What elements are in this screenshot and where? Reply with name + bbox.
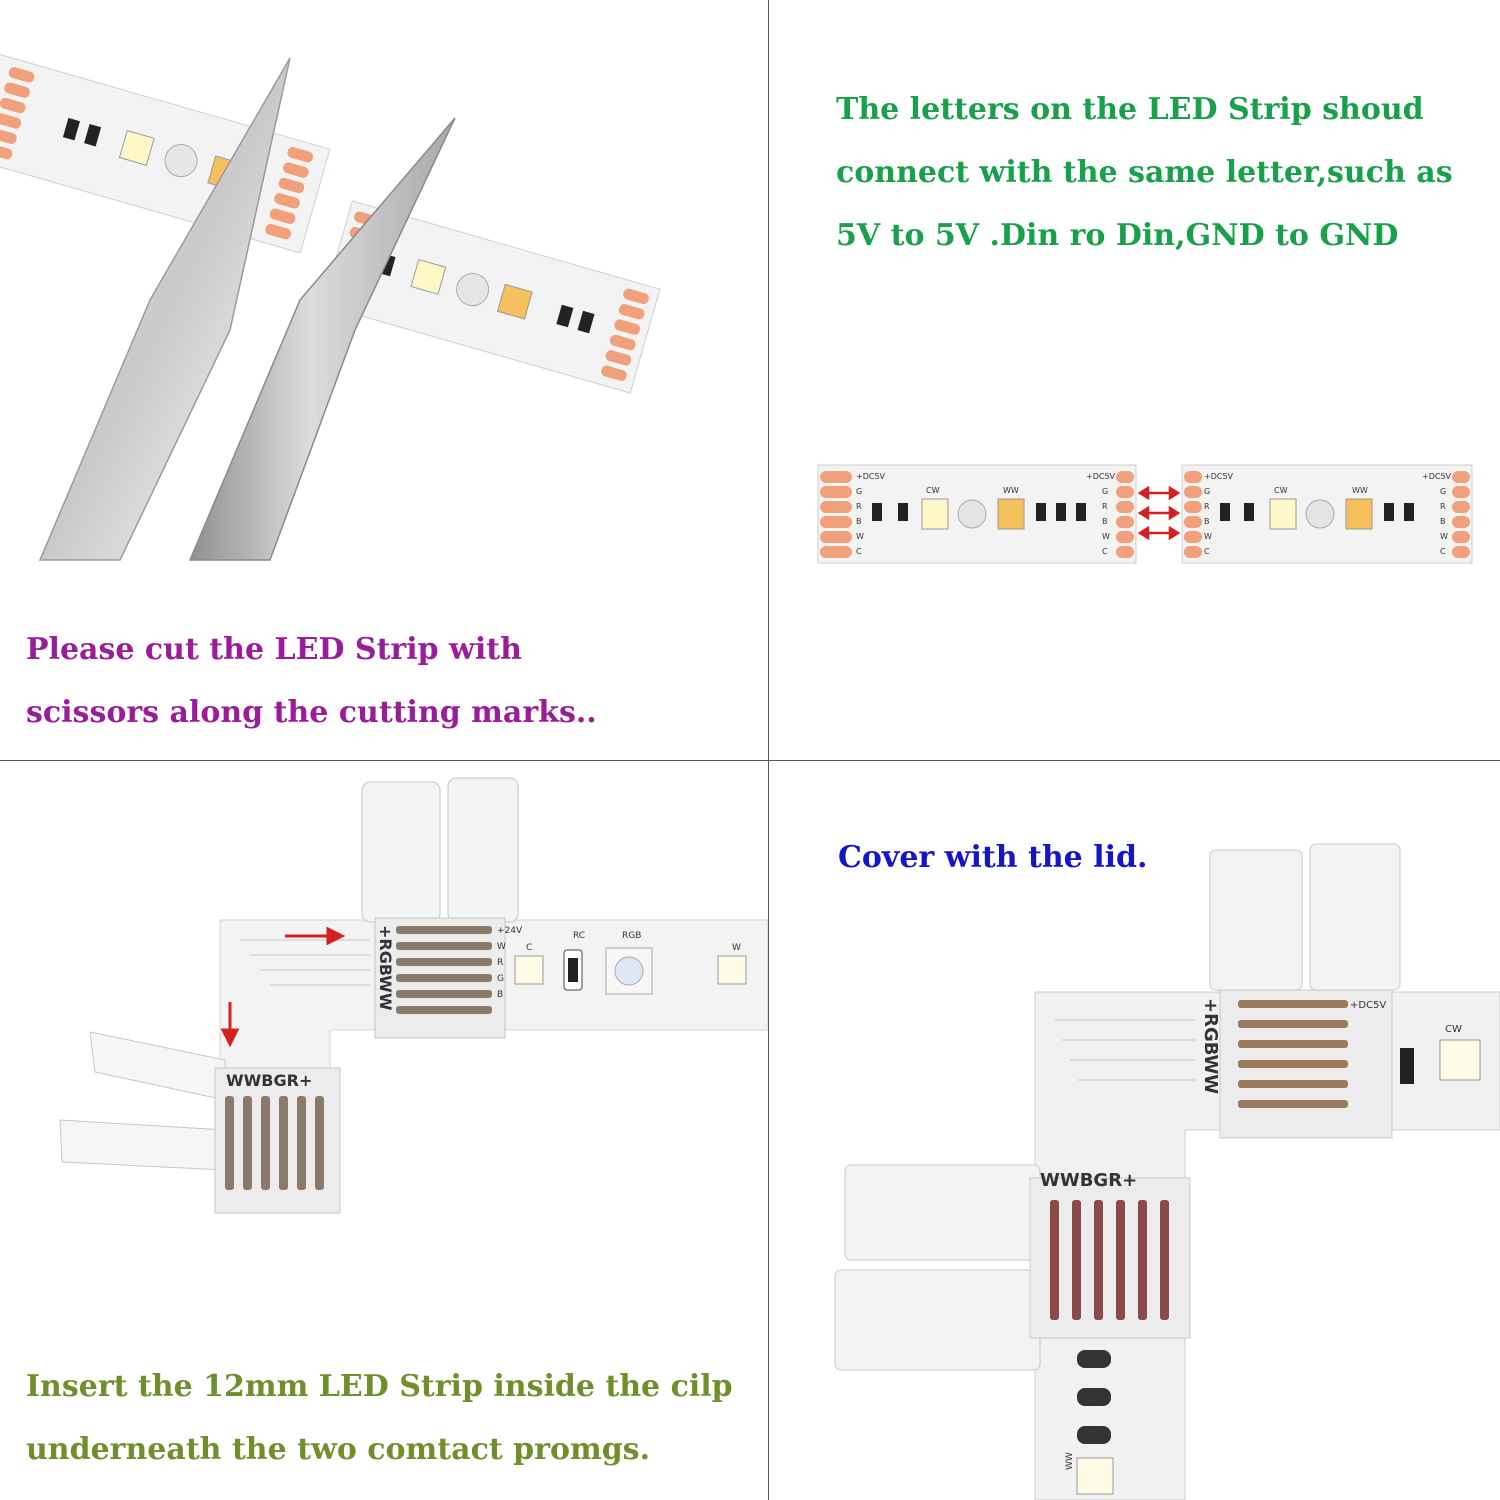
pin-label: G [1204,487,1210,496]
divider-vertical [768,0,769,1500]
match-caption-line-2: connect with the same letter,such as [836,155,1453,190]
insert-caption-line-2: underneath the two comtact promgs. [26,1432,651,1467]
pin-label: B [1440,517,1446,526]
pin-label: C [856,547,862,556]
led-strip-segment-b: +DC5V G R B W C +DC5V G R B W C CW WW [1181,464,1473,564]
cut-caption-line-1: Please cut the LED Strip with [26,632,522,667]
pin-label: C [1204,547,1210,556]
insert-caption-line-1: Insert the 12mm LED Strip inside the cil… [26,1369,733,1404]
led-label-cw: CW [926,486,940,495]
pin-label: C [1102,547,1108,556]
match-caption-line-1: The letters on the LED Strip shoud [836,92,1424,127]
led-label-ww: WW [1065,1452,1075,1470]
match-caption: The letters on the LED Strip shoud conne… [836,78,1453,267]
pin-label: +DC5V [1350,1000,1386,1011]
pin-label: G [497,974,504,984]
pin-label: +DC5V [1086,472,1116,481]
connector-label-horizontal: WWBGR+ [226,1071,312,1090]
pin-label: W [856,532,864,541]
rc-label: RC [573,931,585,941]
led-label-ww: WW [1003,486,1019,495]
led-label-cw: CW [1445,1024,1462,1035]
pin-label: +24V [497,926,523,936]
insert-caption: Insert the 12mm LED Strip inside the cil… [26,1355,733,1481]
pin-label: W [1440,532,1448,541]
rgb-label: RGB [622,931,641,941]
pin-label: R [1440,502,1446,511]
cover-connector-label-horizontal: WWBGR+ [1040,1170,1137,1191]
cut-illustration [0,49,661,561]
cut-caption: Please cut the LED Strip with scissors a… [26,618,597,744]
insert-illustration: +RGBWW +24V W R G B C RC RGB W [59,777,768,1214]
pin-label: C [1440,547,1446,556]
divider-horizontal [0,760,1500,761]
double-arrow-icon [1137,485,1181,541]
match-caption-line-3: 5V to 5V .Din ro Din,GND to GND [836,218,1399,253]
cut-caption-line-2: scissors along the cutting marks.. [26,695,597,730]
down-arrow-icon [220,1002,240,1048]
scissors-icon [38,57,456,561]
pin-label: W [1204,532,1212,541]
pin-label: R [1204,502,1210,511]
w-label: W [732,943,741,953]
left-clip [59,1031,341,1214]
cover-caption: Cover with the lid. [838,826,1147,889]
cover-caption-line-1: Cover with the lid. [838,840,1148,875]
connector-label-vertical: +RGBWW [376,925,395,1011]
pin-label: B [497,990,503,1000]
pin-label: B [1102,517,1108,526]
match-illustration: +DC5V G R B W C +DC5V G R B W C CW WW [817,464,1473,564]
pin-label: C [526,943,532,953]
pin-label: G [856,487,862,496]
pin-label: R [1102,502,1108,511]
pin-label: +DC5V [1422,472,1452,481]
pin-label: B [856,517,862,526]
pin-label: G [1102,487,1108,496]
pin-label: B [1204,517,1210,526]
pin-label: G [1440,487,1446,496]
right-arrow-icon [285,926,346,946]
pin-label: R [856,502,862,511]
pin-label: +DC5V [1204,472,1234,481]
cover-illustration: +RGBWW +DC5V CW WWBGR+ WW [834,843,1500,1500]
led-strip-segment-a: +DC5V G R B W C +DC5V G R B W C CW WW [817,464,1137,564]
top-clip [361,777,519,1039]
pin-label: W [1102,532,1110,541]
pin-label: W [497,942,506,952]
led-label-cw: CW [1274,486,1288,495]
pin-label: +DC5V [856,472,886,481]
led-label-ww: WW [1352,486,1368,495]
pin-label: R [497,958,503,968]
cover-connector-label-vertical: +RGBWW [1200,998,1221,1094]
